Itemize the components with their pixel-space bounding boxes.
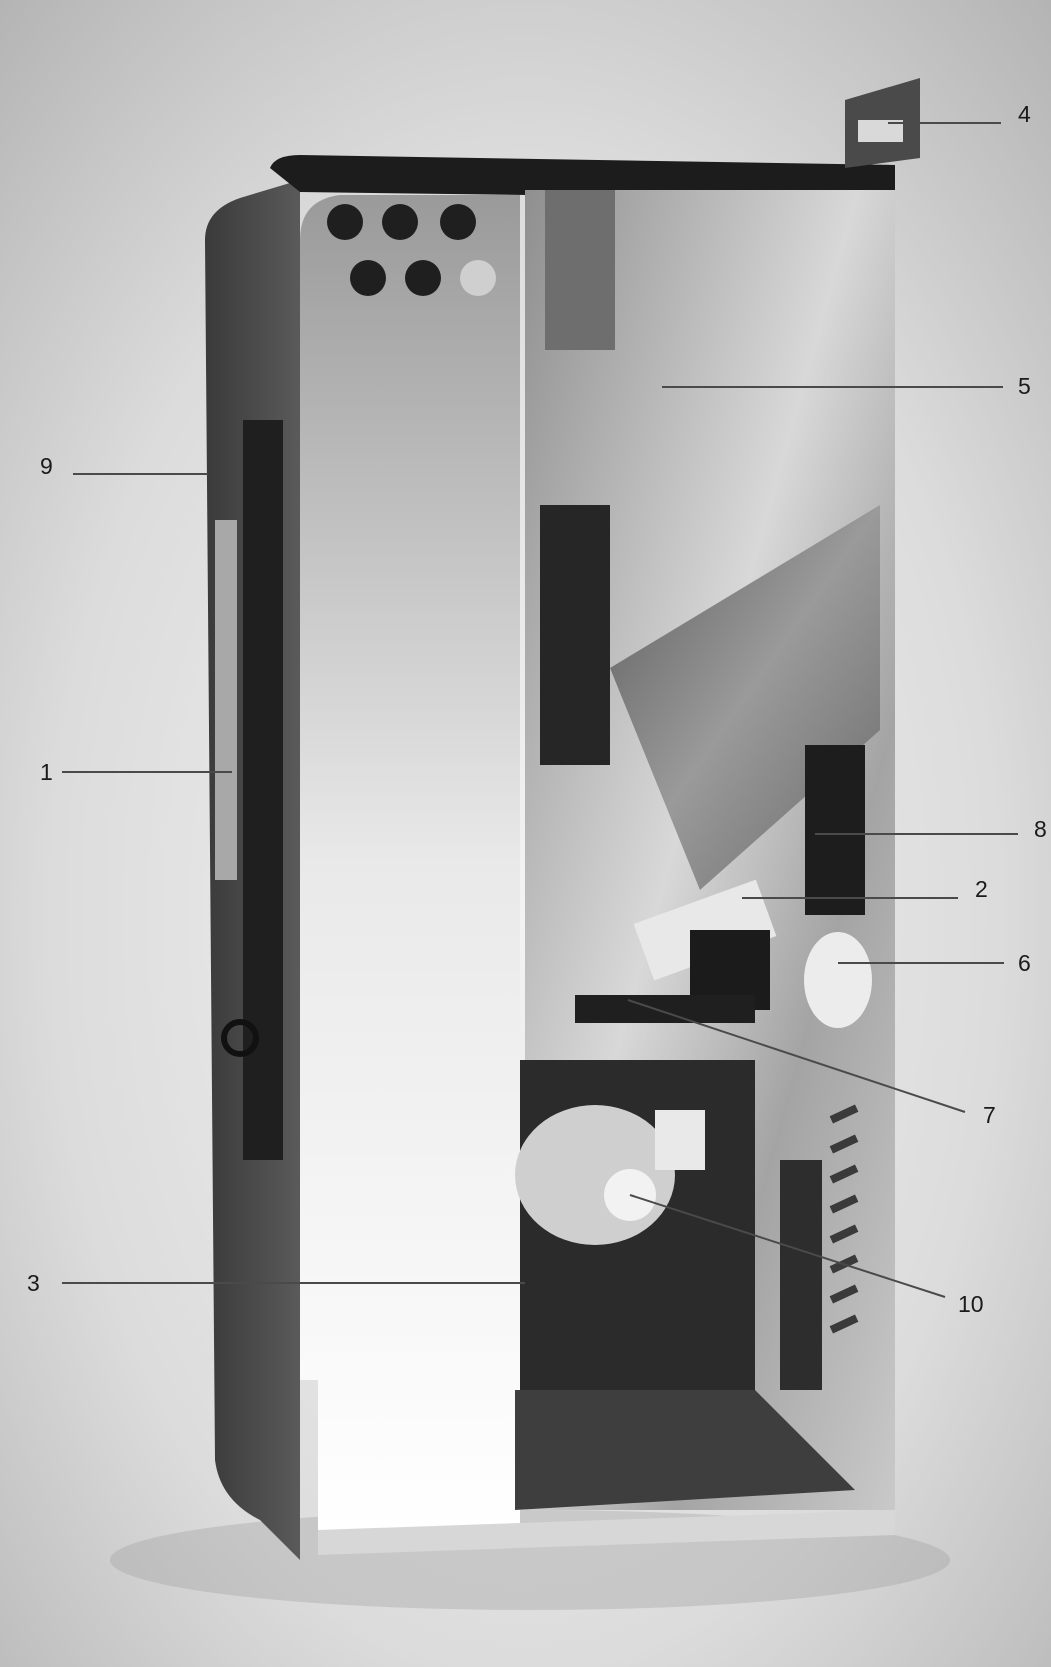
callout-1: 1 [40,759,53,785]
upper-chute [545,190,615,350]
flue-column [300,195,520,1530]
vent-slots [829,1104,859,1334]
stove-body [205,78,920,1560]
leader-7 [627,999,966,1113]
door-frame [243,420,283,1160]
bottom-pan [318,1510,895,1555]
callout-9: 9 [40,453,53,479]
callout-7: 7 [983,1102,996,1128]
control-board [805,745,865,915]
igniter-tube [575,995,755,1023]
leader-lines [62,122,1018,1298]
pressure-switch [804,932,872,1028]
control-panel [845,78,920,168]
hopper-sloped-plate [610,505,880,890]
floor-tray [515,1390,855,1510]
callout-10: 10 [958,1291,984,1317]
door-handle-ring [221,1019,259,1057]
callout-6: 6 [1018,950,1031,976]
callout-8: 8 [1034,816,1047,842]
right-wall-opening [780,1160,822,1390]
door-window [215,520,237,880]
flue-holes [327,204,496,296]
firebox-chute [540,505,610,765]
top-lid [270,155,895,200]
callout-2: 2 [975,876,988,902]
callout-5: 5 [1018,373,1031,399]
callout-3: 3 [27,1270,40,1296]
callout-4: 4 [1018,101,1031,127]
leader-10 [629,1194,946,1298]
